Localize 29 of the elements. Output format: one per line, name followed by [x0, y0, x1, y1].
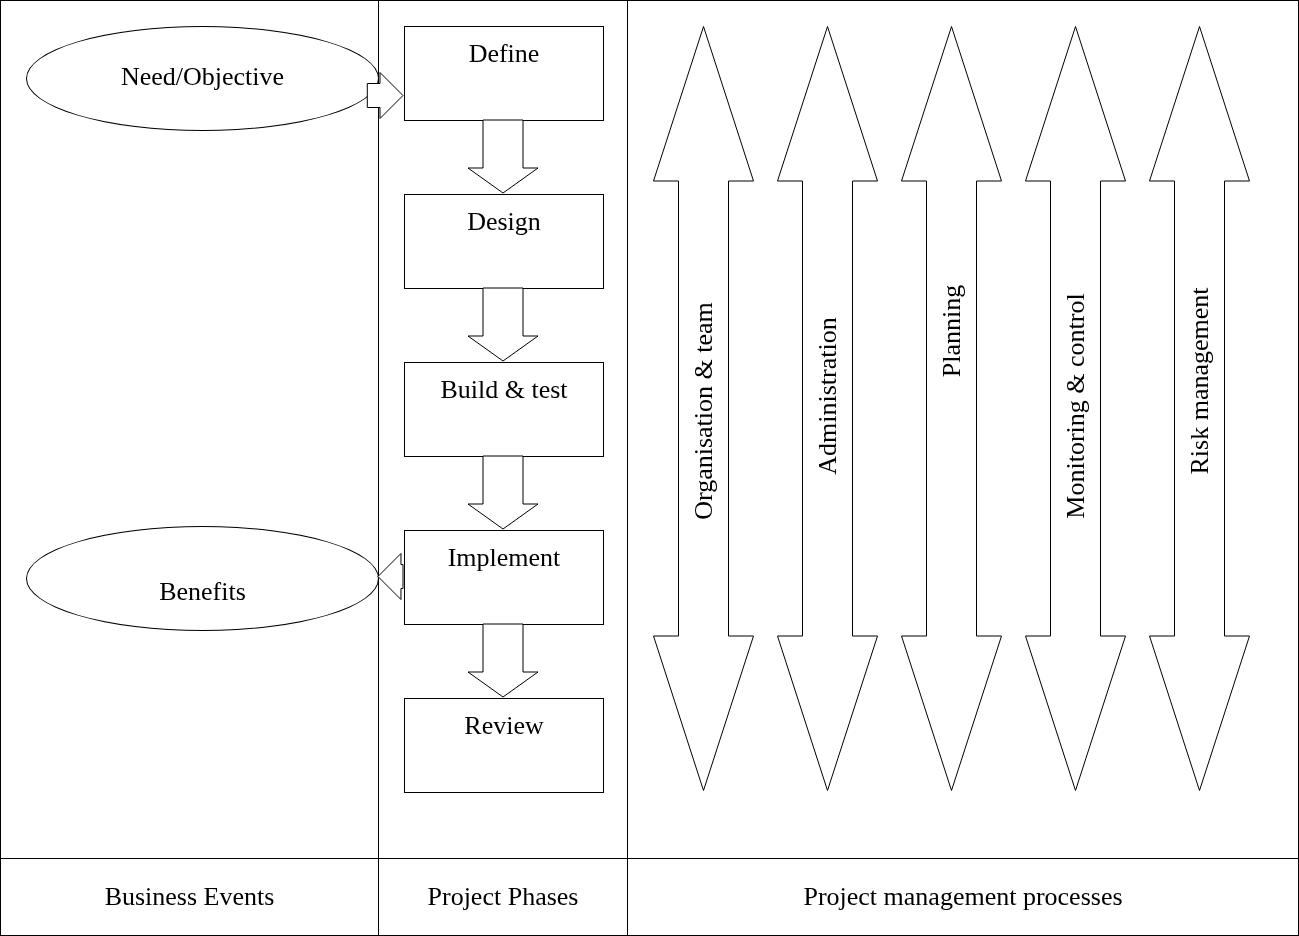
column-panel: [378, 0, 628, 936]
column-panel: [0, 0, 379, 936]
node-label: Design: [467, 207, 541, 237]
node-label: Implement: [447, 543, 561, 573]
block-arrow: [377, 553, 404, 600]
phase-box: [404, 698, 604, 793]
node-label: Need/Objective: [120, 62, 285, 92]
column-panel: [627, 0, 1299, 936]
node-label: Define: [468, 39, 540, 69]
process-label: Monitoring & control: [1060, 293, 1091, 519]
block-arrow: [467, 455, 539, 530]
column-label: Project Phases: [379, 858, 627, 935]
phase-box: [404, 362, 604, 457]
block-arrow: [467, 119, 539, 194]
process-label: Organisation & team: [688, 302, 719, 520]
column-label: Project management processes: [628, 858, 1298, 935]
node-label: Build & test: [440, 375, 568, 405]
process-label: Planning: [936, 284, 967, 378]
phase-box: [404, 26, 604, 121]
column-label: Business Events: [1, 858, 378, 935]
phase-box: [404, 530, 604, 625]
block-arrow: [467, 623, 539, 698]
node-label: Review: [464, 711, 544, 741]
node-label: Benefits: [159, 577, 246, 607]
process-label: Risk management: [1184, 287, 1215, 475]
block-arrow: [366, 72, 404, 119]
block-arrow: [467, 287, 539, 362]
process-label: Administration: [812, 317, 843, 475]
phase-box: [404, 194, 604, 289]
